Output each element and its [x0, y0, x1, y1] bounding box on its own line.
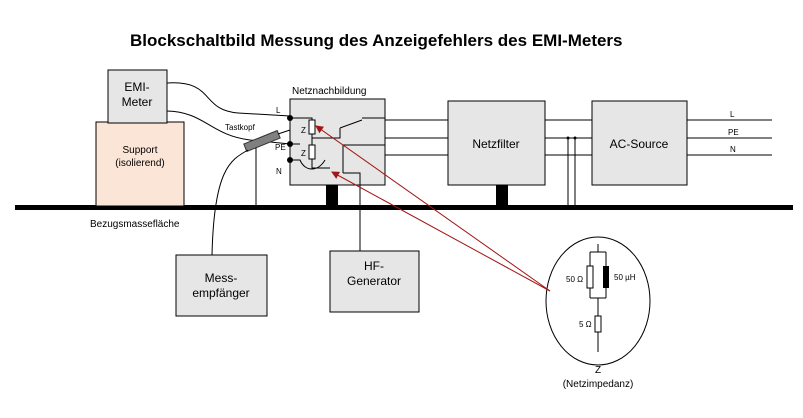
- hf-generator-label-1: HF-: [364, 259, 384, 273]
- impedance-resistor-50: [586, 265, 594, 289]
- emi-meter-label-1: EMI-: [124, 80, 149, 94]
- lisn-label-L: L: [276, 106, 281, 115]
- diagram-title: Blockschaltbild Messung des Anzeigefehle…: [130, 31, 623, 50]
- emi-meter-label-2: Meter: [122, 95, 153, 109]
- ground-plane-label: Bezugsmassefläche: [90, 219, 180, 230]
- ground-plane: [15, 205, 793, 210]
- lisn-label-PE: PE: [275, 143, 286, 152]
- support-block: [95, 121, 185, 207]
- impedance-caption: Z: [595, 365, 601, 376]
- probe-to-LISN: [277, 129, 291, 135]
- ac-source-label: AC-Source: [610, 137, 669, 151]
- pointer-arrow-upper: [315, 125, 551, 292]
- impedance-wiring: [589, 244, 607, 352]
- lisn-title: Netznachbildung: [292, 86, 367, 97]
- messempfaenger-label-2: empfänger: [192, 286, 249, 300]
- netzfilter-block: [447, 100, 546, 186]
- impedance-resistor-5: [594, 315, 602, 333]
- hf-generator-label-2: Generator: [347, 274, 401, 288]
- messempfaenger-block: [175, 254, 268, 317]
- lisn-block: [289, 98, 386, 186]
- impedance-subcaption: (Netzimpedanz): [563, 379, 634, 390]
- cable-emi-L: [166, 82, 291, 117]
- netzfilter-label: Netzfilter: [472, 137, 519, 151]
- impedance-r1-label: 50 Ω: [566, 275, 583, 284]
- hf-generator-cable: [343, 172, 361, 251]
- hf-generator-block: [329, 250, 420, 313]
- out-label-L: L: [730, 110, 735, 119]
- support-label-2: (isolierend): [115, 158, 164, 169]
- lisn-z-lower: Z: [301, 149, 306, 158]
- out-label-PE: PE: [728, 128, 739, 137]
- cable-emi-PE: [166, 110, 291, 145]
- out-label-N: N: [730, 145, 736, 154]
- emi-meter-block: [107, 69, 168, 124]
- impedance-inductor-50uh: [603, 266, 609, 288]
- impedance-r2-label: 5 Ω: [579, 320, 592, 329]
- probe-cable: [211, 149, 249, 256]
- lisn-resistor-upper: [308, 119, 316, 135]
- lisn-resistor-lower: [308, 144, 316, 160]
- lisn-z-upper: Z: [301, 126, 306, 135]
- impedance-l1-label: 50 µH: [614, 273, 636, 282]
- netzfilter-foot: [496, 185, 508, 205]
- ac-source-block: [591, 100, 688, 186]
- lisn-internal-wiring: [290, 117, 385, 173]
- pointer-arrow-lower: [331, 171, 551, 292]
- lisn-foot: [326, 185, 338, 205]
- lisn-label-N: N: [276, 167, 282, 176]
- messempfaenger-label-1: Mess-: [205, 271, 238, 285]
- support-label-1: Support: [122, 145, 157, 156]
- probe-label: Tastkopf: [225, 123, 256, 132]
